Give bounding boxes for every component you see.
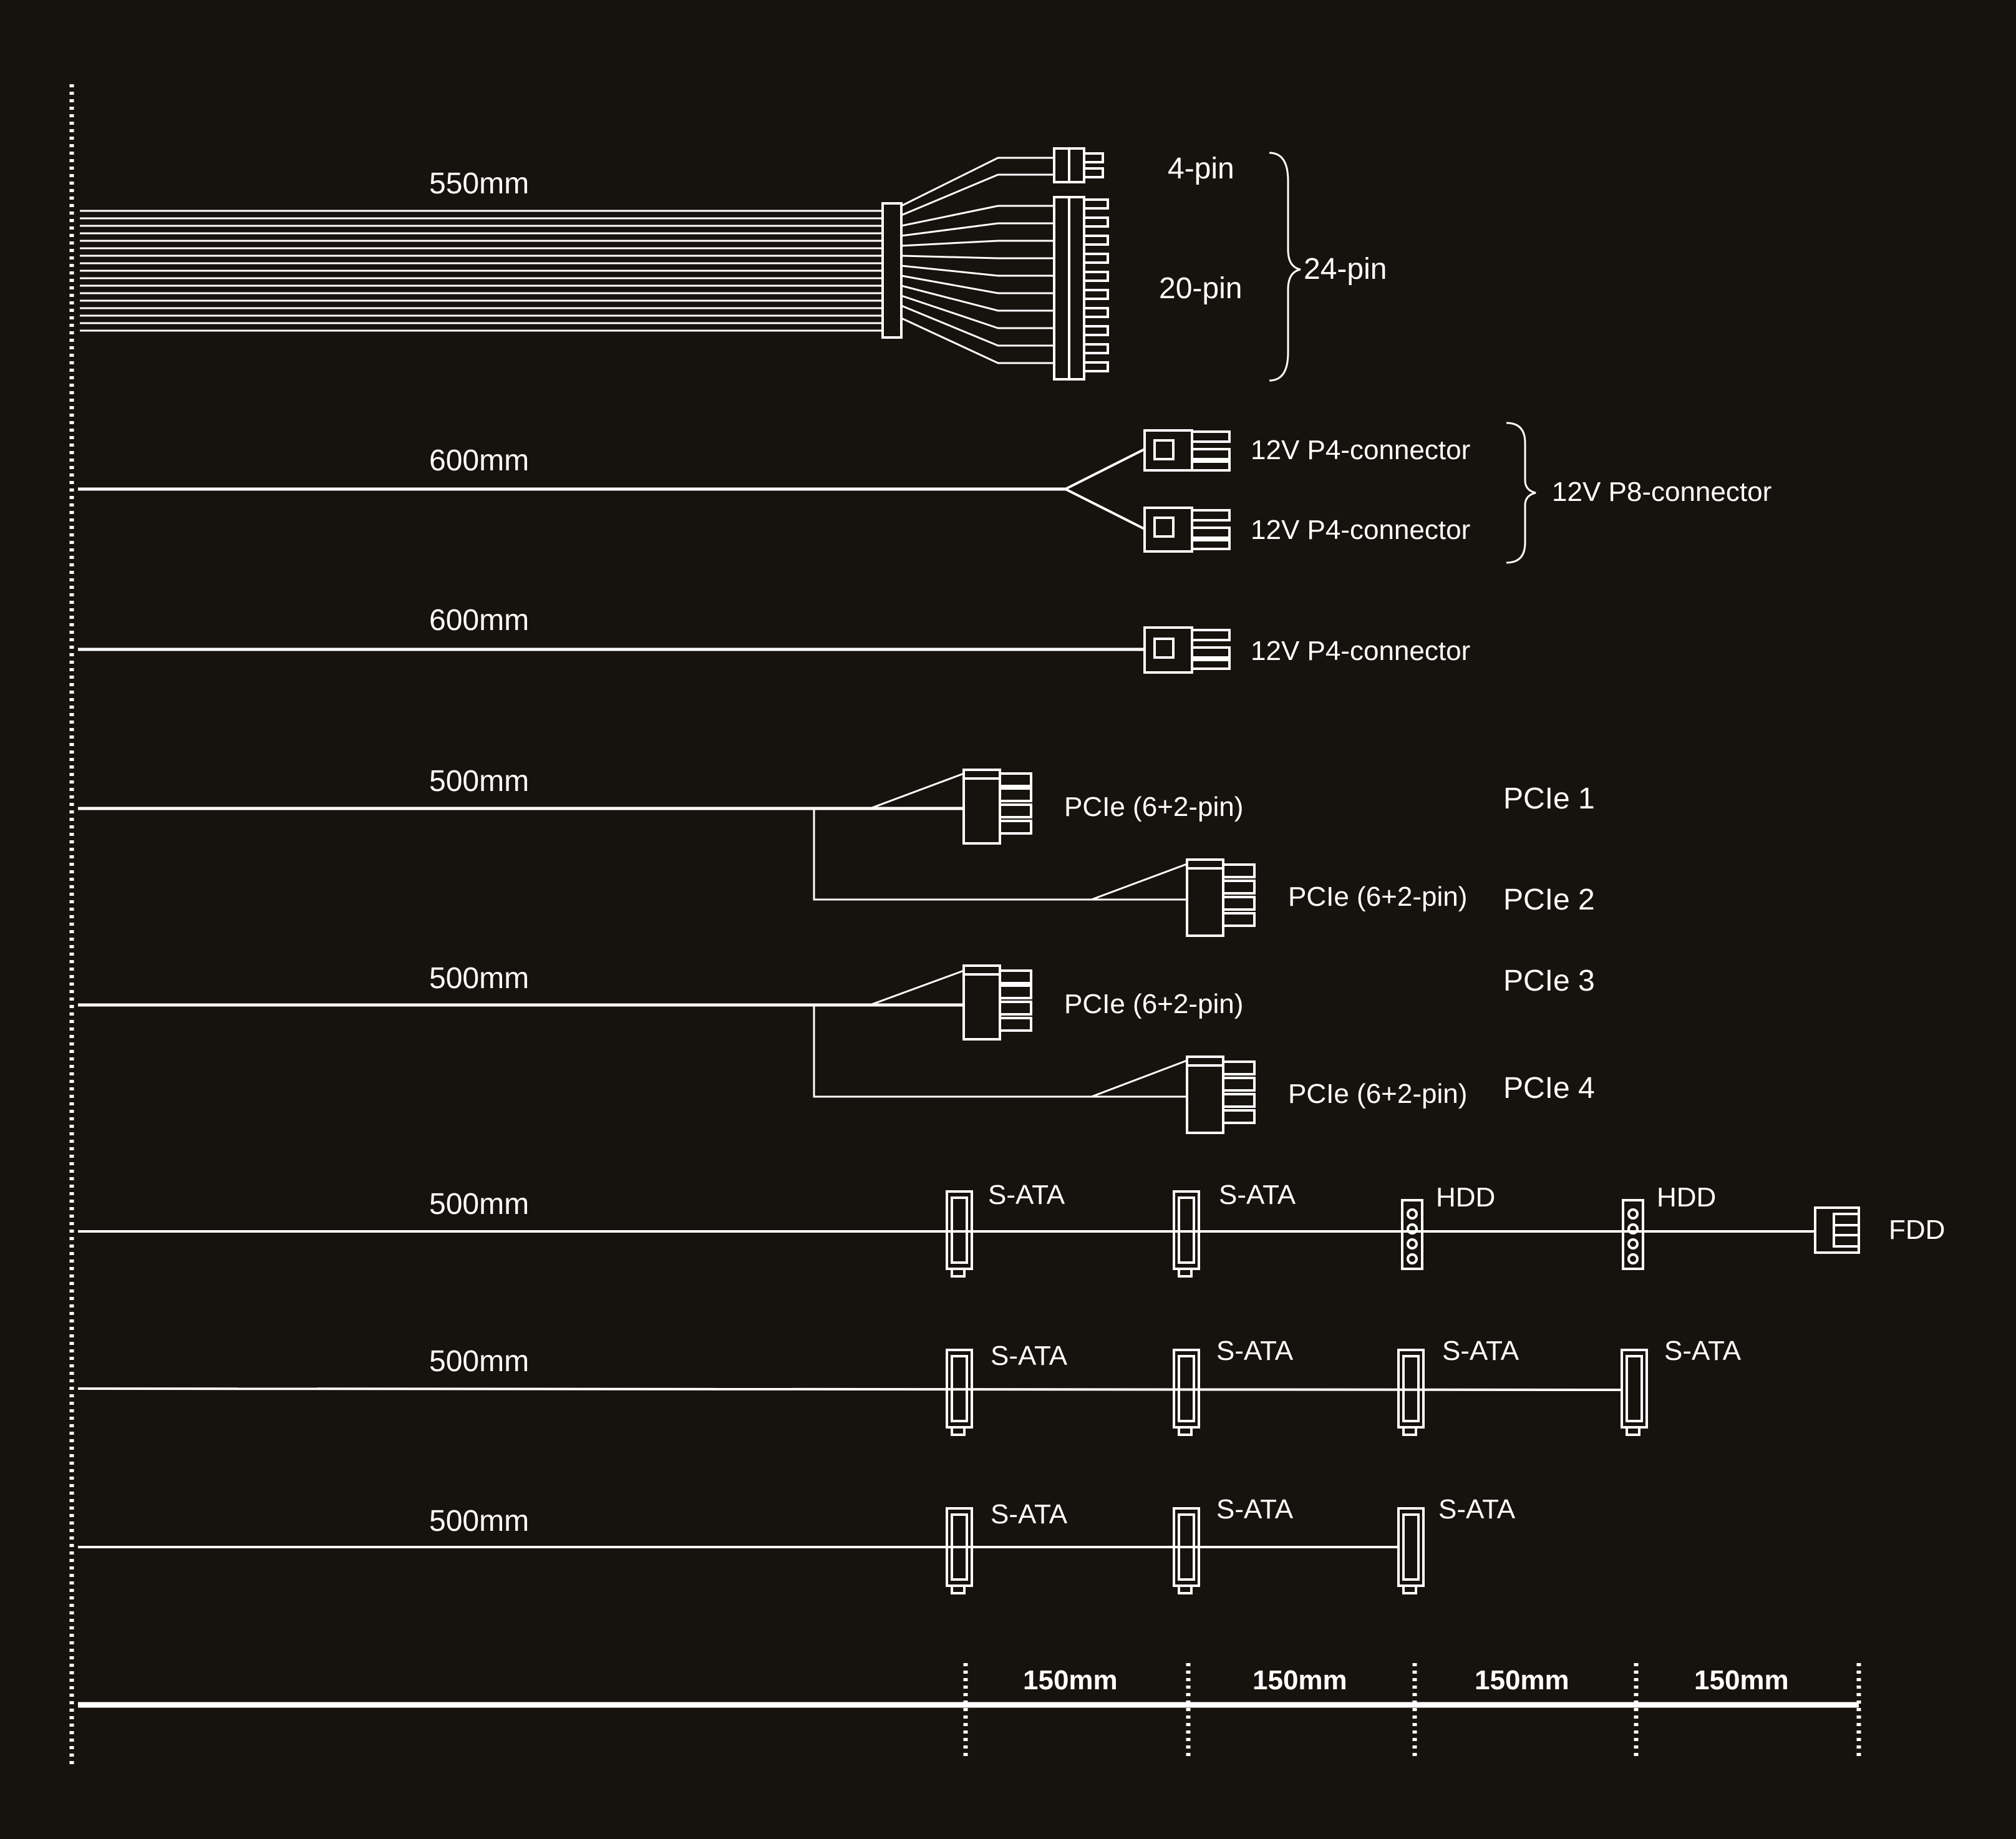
atx-24pin-label: 24-pin xyxy=(1304,253,1387,286)
pcie-b-connector-2 xyxy=(1186,1055,1256,1134)
atx-cable: 550mm xyxy=(80,147,1387,382)
atx-4pin-connector xyxy=(1053,147,1104,183)
atx-4pin-label: 4-pin xyxy=(1168,152,1234,185)
sata-a-sata2-label: S-ATA xyxy=(1216,1336,1294,1366)
sata-b-length: 500mm xyxy=(429,1505,529,1538)
sata-b-connector-2 xyxy=(1173,1507,1200,1594)
sata-a-connector-4 xyxy=(1621,1349,1648,1436)
peripheral-sata-connector-2 xyxy=(1173,1190,1200,1278)
sata-a-sata1-label: S-ATA xyxy=(991,1341,1068,1371)
pcie-1-label: PCIe 1 xyxy=(1503,782,1595,815)
sata-b-sata2-label: S-ATA xyxy=(1216,1494,1294,1525)
peripheral-sata-connector-1 xyxy=(946,1190,973,1278)
peripheral-hdd1-label: HDD xyxy=(1436,1182,1495,1213)
pcie-4-label: PCIe 4 xyxy=(1503,1072,1595,1105)
peripheral-fdd-connector xyxy=(1814,1206,1860,1254)
pcie-cable-a: 500mm PCIe (6+2-pin) PCIe (6+2-pin) PCIe… xyxy=(78,765,1595,937)
pcie-a-conn1-label: PCIe (6+2-pin) xyxy=(1064,792,1243,822)
cpu1-p8-label: 12V P8-connector xyxy=(1552,477,1771,507)
pcie-b-conn1-label: PCIe (6+2-pin) xyxy=(1064,989,1243,1019)
atx-20pin-connector xyxy=(1053,196,1109,381)
peripheral-sata1-label: S-ATA xyxy=(988,1180,1065,1210)
peripheral-hdd2-label: HDD xyxy=(1657,1182,1716,1213)
pcie-a-connector-1 xyxy=(962,769,1032,845)
cpu1-p8-brace xyxy=(1506,422,1536,564)
sata-b-sata1-label: S-ATA xyxy=(991,1499,1068,1530)
pcie-b-conn2-label: PCIe (6+2-pin) xyxy=(1288,1079,1467,1109)
scale-seg3-label: 150mm xyxy=(1475,1665,1569,1696)
scale-seg1-label: 150mm xyxy=(1023,1665,1118,1696)
sata-a-connector-2 xyxy=(1173,1349,1200,1436)
cpu1-p4-connector-b xyxy=(1143,507,1231,553)
sata-a-sata3-label: S-ATA xyxy=(1442,1336,1519,1366)
pcie-b-connector-1 xyxy=(962,964,1032,1041)
peripheral-fdd-label: FDD xyxy=(1889,1215,1945,1245)
pcie-b-length: 500mm xyxy=(429,962,529,995)
sata-a-connector-1 xyxy=(946,1349,973,1436)
pcie-a-conn2-label: PCIe (6+2-pin) xyxy=(1288,881,1467,912)
peripheral-cable: 500mm xyxy=(78,1180,1945,1278)
sata-b-connector-3 xyxy=(1397,1507,1425,1594)
pcie-a-length: 500mm xyxy=(429,765,529,798)
cpu1-p4-label-a: 12V P4-connector xyxy=(1251,435,1470,465)
peripheral-hdd-connector-2 xyxy=(1622,1199,1644,1270)
cpu1-length: 600mm xyxy=(429,444,529,477)
scale-bar: 150mm 150mm 150mm 150mm xyxy=(78,1663,1861,1760)
atx-20pin-label: 20-pin xyxy=(1159,272,1242,305)
sata-a-length: 500mm xyxy=(429,1345,529,1378)
peripheral-length: 500mm xyxy=(429,1188,529,1221)
peripheral-hdd-connector-1 xyxy=(1401,1199,1423,1270)
cpu-p8-cable: 600mm 12V P4-connector 12V P4-connector … xyxy=(78,422,1771,564)
pcie-2-label: PCIe 2 xyxy=(1503,883,1595,916)
pcie-a-connector-2 xyxy=(1186,858,1256,937)
cpu1-p4-connector-a xyxy=(1143,429,1231,472)
sata-b-sata3-label: S-ATA xyxy=(1438,1494,1516,1525)
pcie-cable-b: 500mm PCIe (6+2-pin) PCIe (6+2-pin) PCIe… xyxy=(78,962,1595,1134)
sata-cable-b: 500mm S-ATA S-ATA S-ATA xyxy=(78,1494,1516,1594)
peripheral-sata2-label: S-ATA xyxy=(1219,1180,1296,1210)
cpu-p4-cable: 600mm 12V P4-connector xyxy=(78,604,1470,674)
sata-cable-a: 500mm S-ATA S-ATA S-ATA S-ATA xyxy=(77,1336,1742,1436)
atx-sleeve-clamp xyxy=(881,202,903,339)
pcie-3-label: PCIe 3 xyxy=(1503,964,1595,997)
atx-length: 550mm xyxy=(429,167,529,200)
sata-a-connector-3 xyxy=(1397,1349,1425,1436)
cpu2-length: 600mm xyxy=(429,604,529,637)
scale-seg4-label: 150mm xyxy=(1694,1665,1789,1696)
atx-24pin-brace xyxy=(1269,152,1301,382)
scale-seg2-label: 150mm xyxy=(1253,1665,1347,1696)
cpu1-p4-label-b: 12V P4-connector xyxy=(1251,515,1470,545)
sata-b-connector-1 xyxy=(946,1507,973,1594)
sata-a-sata4-label: S-ATA xyxy=(1664,1336,1742,1366)
cpu2-p4-label: 12V P4-connector xyxy=(1251,636,1470,666)
cpu2-p4-connector xyxy=(1143,626,1231,674)
